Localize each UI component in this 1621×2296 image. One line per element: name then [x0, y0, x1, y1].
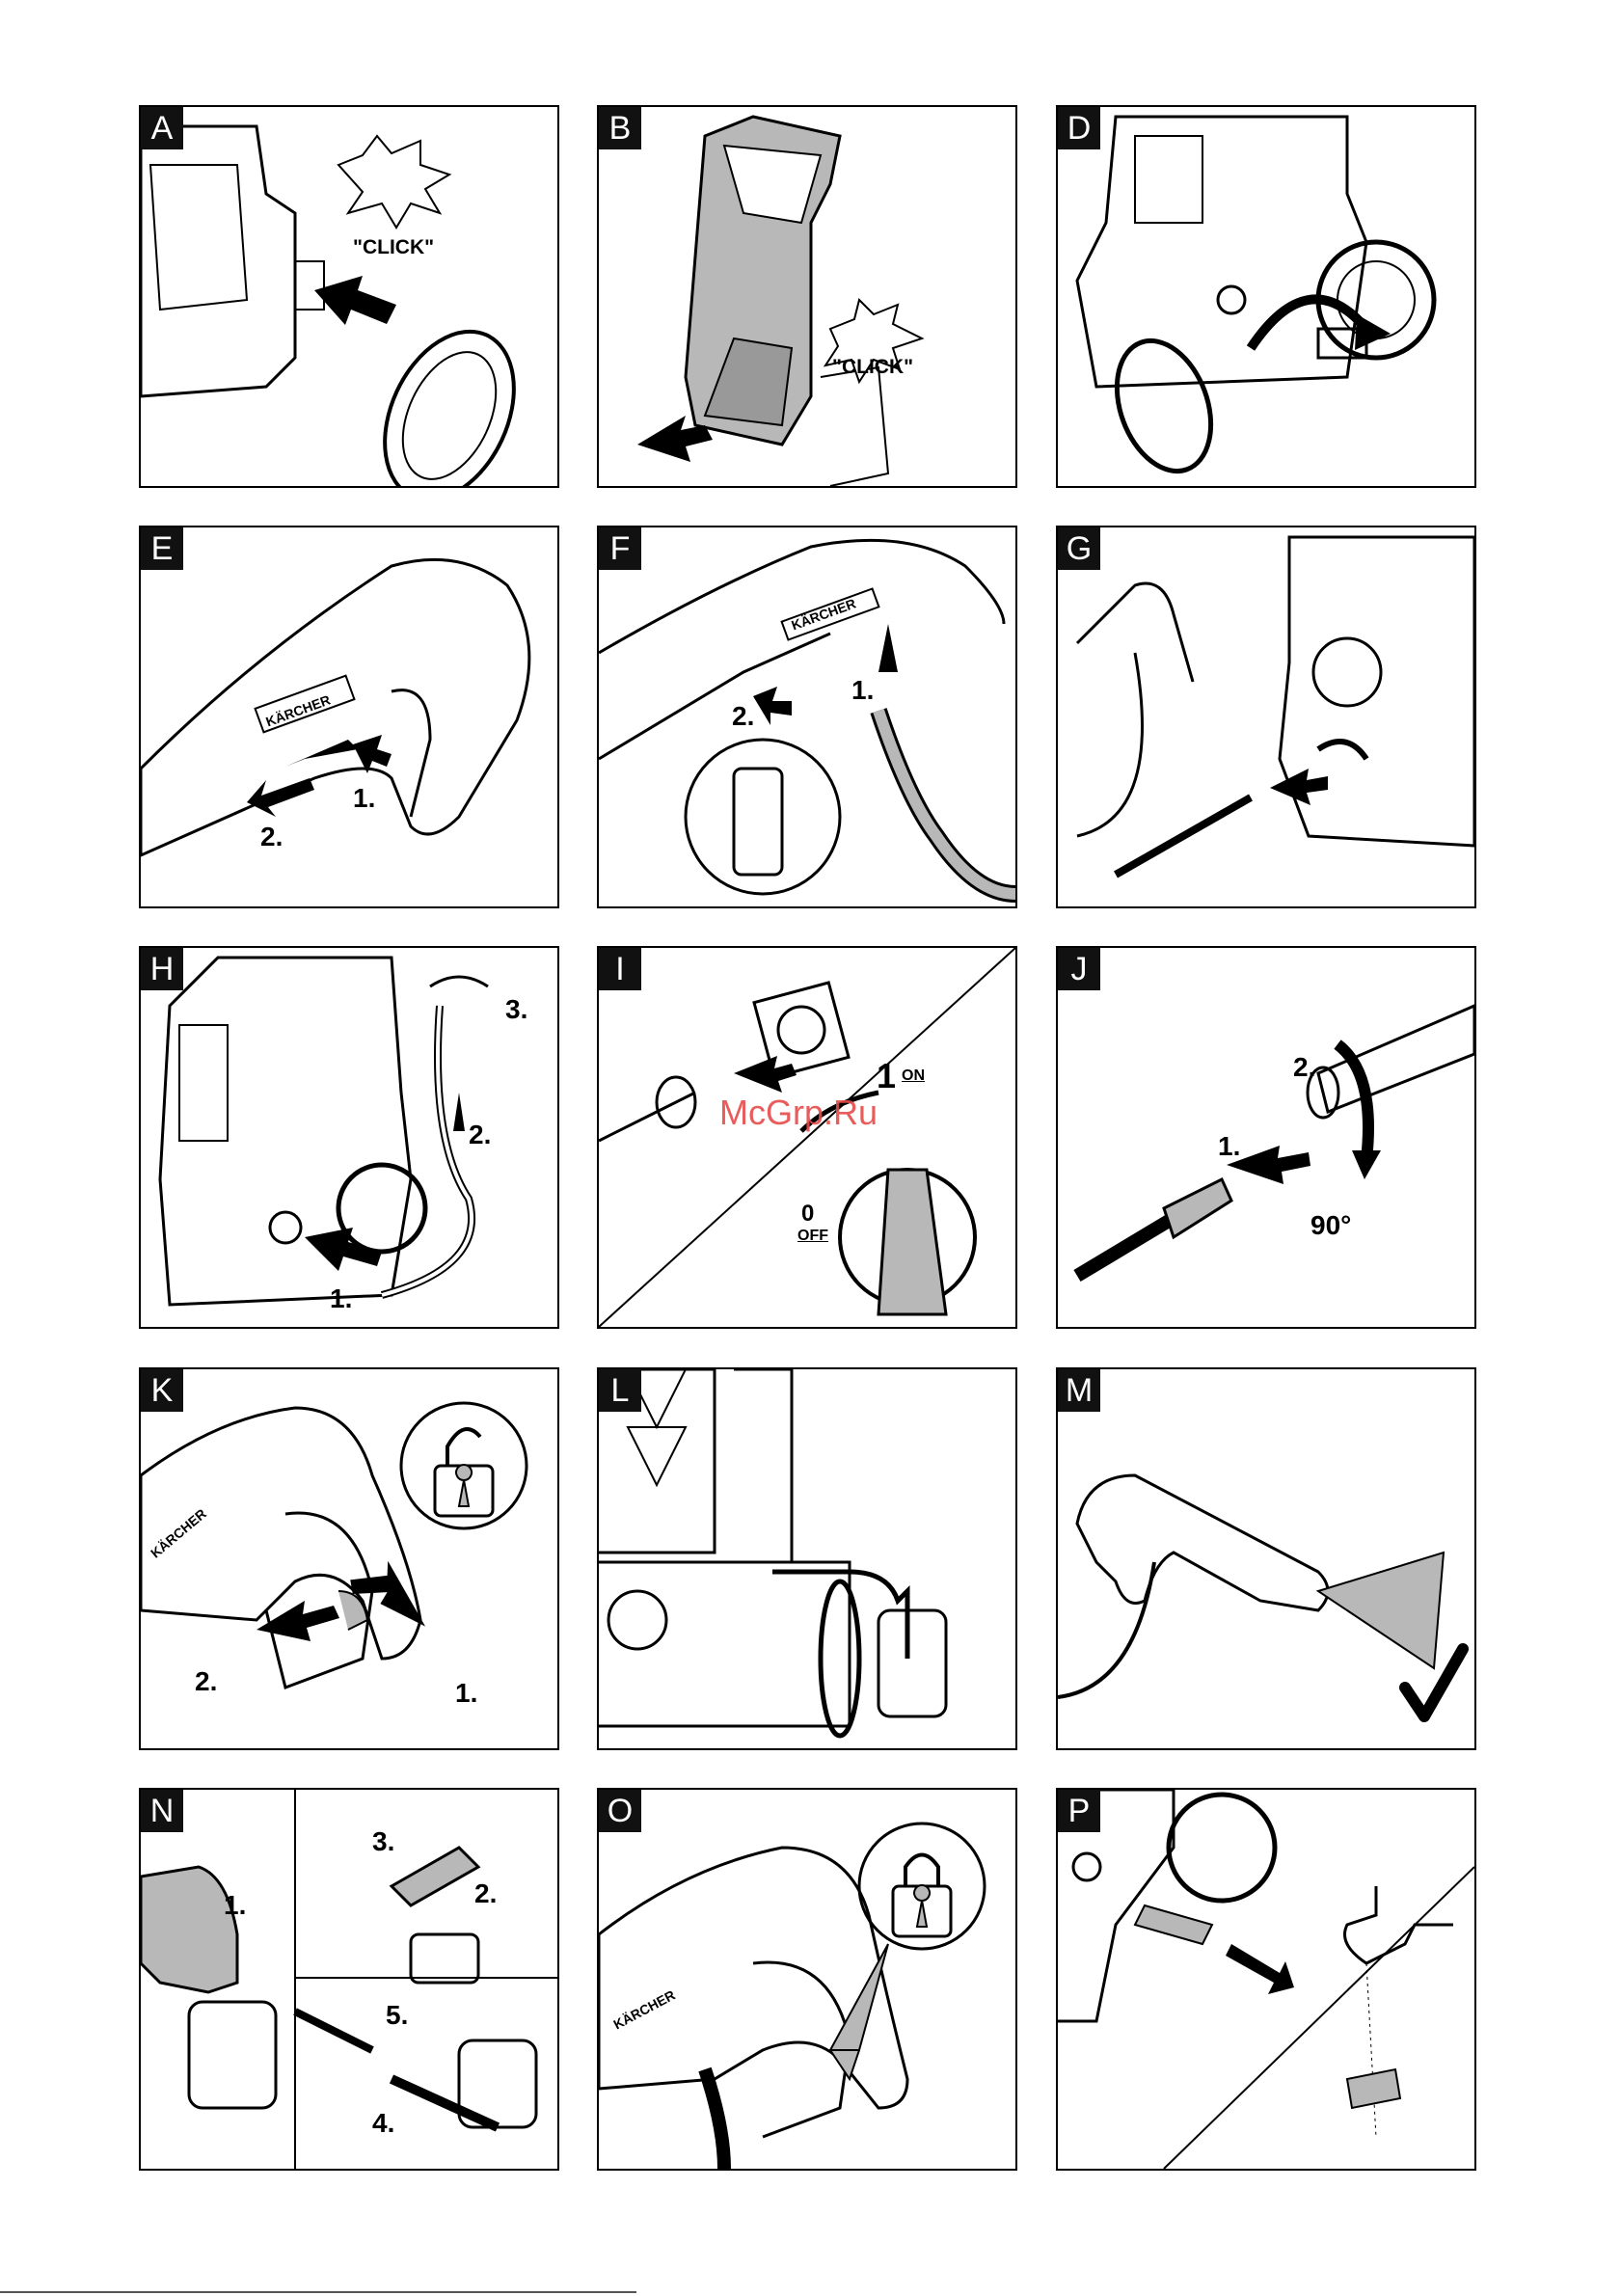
- panel-d: D: [1056, 105, 1476, 488]
- illustration-hose-to-unit: [1058, 527, 1474, 906]
- panel-letter: J: [1058, 948, 1100, 990]
- illustration-gun-hose-connect: [599, 527, 1015, 906]
- panel-letter: N: [141, 1790, 183, 1832]
- illustration-connect-hose-adapter: [1058, 107, 1474, 486]
- panel-h: H 1. 2. 3.: [139, 946, 559, 1329]
- illustration-attach-wheel: [141, 107, 557, 486]
- panel-g: G: [1056, 526, 1476, 908]
- panel-a: A "CLICK": [139, 105, 559, 488]
- click-label: "CLICK": [832, 356, 913, 379]
- step-label: 1.: [851, 675, 874, 706]
- illustration-lock-trigger: [599, 1790, 1015, 2169]
- step-label: 3.: [505, 994, 527, 1025]
- step-label: 2.: [260, 822, 283, 852]
- panel-n: N 1. 2. 3. 4. 5.: [139, 1788, 559, 2171]
- panel-l: L: [597, 1367, 1017, 1750]
- step-label: 1.: [224, 1890, 246, 1921]
- off-number: 0: [801, 1201, 814, 1228]
- panel-letter: H: [141, 948, 183, 990]
- panel-letter: M: [1058, 1369, 1100, 1412]
- step-label: 2.: [732, 701, 754, 732]
- panel-letter: F: [599, 527, 641, 570]
- step-label: 4.: [372, 2108, 394, 2139]
- off-text: OFF: [797, 1228, 828, 1245]
- illustration-water-supply: [141, 948, 557, 1327]
- panel-j: J 1. 2. 90°: [1056, 946, 1476, 1329]
- click-label: "CLICK": [353, 236, 434, 259]
- panel-letter: P: [1058, 1790, 1100, 1832]
- panel-f: F 1. 2. KÄRCHER: [597, 526, 1017, 908]
- angle-label: 90°: [1310, 1210, 1351, 1241]
- panel-e: E 1. 2. KÄRCHER: [139, 526, 559, 908]
- panel-letter: D: [1058, 107, 1100, 149]
- step-label: 5.: [386, 2000, 408, 2031]
- step-label: 2.: [195, 1666, 217, 1697]
- step-label: 1.: [455, 1678, 477, 1709]
- illustration-gun-release: [141, 527, 557, 906]
- panel-m: M: [1056, 1367, 1476, 1750]
- panel-o: O KÄRCHER: [597, 1788, 1017, 2171]
- step-label: 2.: [1293, 1052, 1315, 1083]
- panel-letter: B: [599, 107, 641, 149]
- step-label: 1.: [1218, 1131, 1240, 1162]
- step-label: 3.: [372, 1826, 394, 1857]
- panel-letter: A: [141, 107, 183, 149]
- illustration-detergent-bottle-and-nozzle: [141, 1790, 557, 2169]
- panel-letter: E: [141, 527, 183, 570]
- step-label: 1.: [330, 1283, 352, 1314]
- watermark: McGrp.Ru: [719, 1093, 878, 1133]
- illustration-attach-lance: [1058, 948, 1474, 1327]
- panel-letter: O: [599, 1790, 641, 1832]
- panel-b: B "CLICK": [597, 105, 1017, 488]
- panel-letter: G: [1058, 527, 1100, 570]
- panel-i: I 1 ON 0 OFF: [597, 946, 1017, 1329]
- illustration-attach-holder: [599, 107, 1015, 486]
- step-label: 2.: [474, 1878, 497, 1909]
- on-number: 1: [877, 1056, 896, 1096]
- illustration-spray-ok: [1058, 1369, 1474, 1748]
- panel-k: K 1. 2. KÄRCHER: [139, 1367, 559, 1750]
- footer-rule: [0, 2291, 636, 2293]
- panel-letter: I: [599, 948, 641, 990]
- illustration-detergent-hose: [599, 1369, 1015, 1748]
- panel-letter: K: [141, 1369, 183, 1412]
- on-text: ON: [902, 1067, 925, 1085]
- panel-p: P: [1056, 1788, 1476, 2171]
- panel-letter: L: [599, 1369, 641, 1412]
- step-label: 2.: [469, 1120, 491, 1150]
- illustration-clean-filter: [1058, 1790, 1474, 2169]
- step-label: 1.: [353, 783, 375, 814]
- illustration-plug-and-switch: [599, 948, 1015, 1327]
